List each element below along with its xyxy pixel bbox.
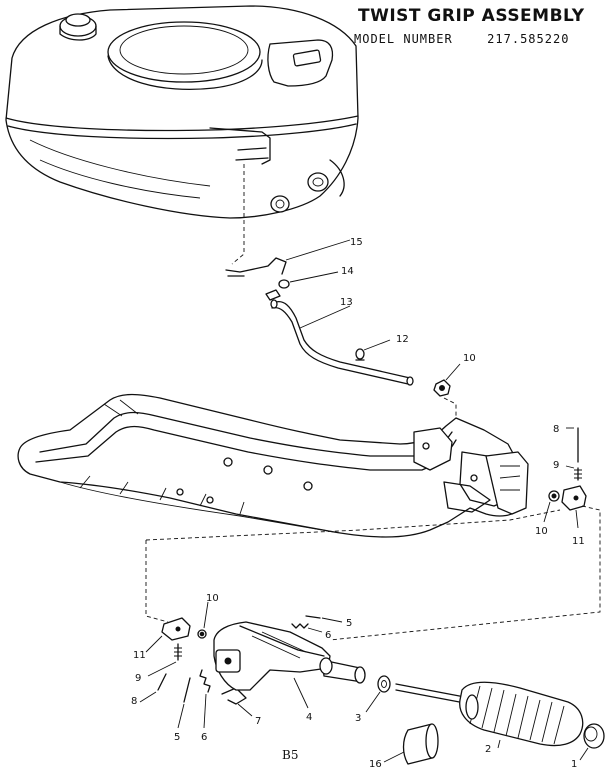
part-6-spring-upper	[291, 623, 323, 633]
part-2-twist-grip	[395, 681, 584, 749]
callout-16: 16	[369, 759, 382, 768]
part-10-nut-left	[197, 601, 209, 639]
part-9-screw-left	[147, 643, 182, 677]
part-8-spring-pin-left	[139, 673, 167, 703]
diagram-title: TWIST GRIP ASSEMBLY	[358, 6, 585, 26]
callout-2: 2	[485, 744, 491, 755]
part-12-clip	[355, 339, 391, 361]
callout-7: 7	[255, 716, 261, 727]
callout-6-lower: 6	[201, 732, 207, 743]
callout-1: 1	[571, 759, 577, 768]
callout-12: 12	[396, 334, 409, 345]
callout-14: 14	[341, 266, 354, 277]
part-7-bracket	[221, 687, 253, 717]
part-9-screw-right	[565, 465, 582, 481]
part-11-ferrule-left	[145, 617, 191, 653]
part-11-ferrule-right	[561, 485, 587, 529]
callout-10-upper: 10	[463, 353, 476, 364]
part-8-spring-pin-right	[566, 427, 579, 463]
model-number-line: MODEL NUMBER 217.585220	[354, 32, 569, 46]
part-4-grip-housing	[213, 621, 366, 709]
part-5-pin-upper	[305, 615, 343, 623]
model-number-value: 217.585220	[487, 32, 570, 46]
callout-15: 15	[350, 237, 363, 248]
engine-housing	[5, 5, 359, 219]
callout-10-left: 10	[206, 593, 219, 604]
callout-labels: 15 14 13 12 10 8 9 10 11 10 5 6 11 9 8 7…	[131, 237, 585, 768]
callout-13: 13	[340, 297, 353, 308]
callout-5-upper: 5	[346, 618, 352, 629]
callout-9-right: 9	[553, 460, 559, 471]
handle-frame	[17, 393, 529, 538]
callout-11-left: 11	[133, 650, 146, 661]
page-code: B5	[282, 748, 299, 762]
part-13-throttle-rod	[270, 299, 414, 386]
part-5-pin-lower	[177, 677, 191, 729]
callout-4: 4	[306, 712, 312, 723]
part-1-end-cap	[579, 723, 605, 761]
part-15-control-wire	[225, 239, 351, 277]
callout-11-right: 11	[572, 536, 585, 547]
part-16-sleeve	[383, 723, 439, 765]
part-6-spring-lower	[199, 669, 211, 729]
callout-8-left: 8	[131, 696, 137, 707]
callout-8-right: 8	[553, 424, 559, 435]
part-3-washer	[365, 675, 391, 713]
callout-3: 3	[355, 713, 361, 724]
part-10-nut-right	[543, 490, 560, 523]
callout-10-right: 10	[535, 526, 548, 537]
callout-6-upper: 6	[325, 630, 331, 641]
part-14-nut	[265, 271, 339, 301]
model-number-label: MODEL NUMBER	[354, 32, 453, 46]
callout-5-lower: 5	[174, 732, 180, 743]
callout-9-left: 9	[135, 673, 141, 684]
